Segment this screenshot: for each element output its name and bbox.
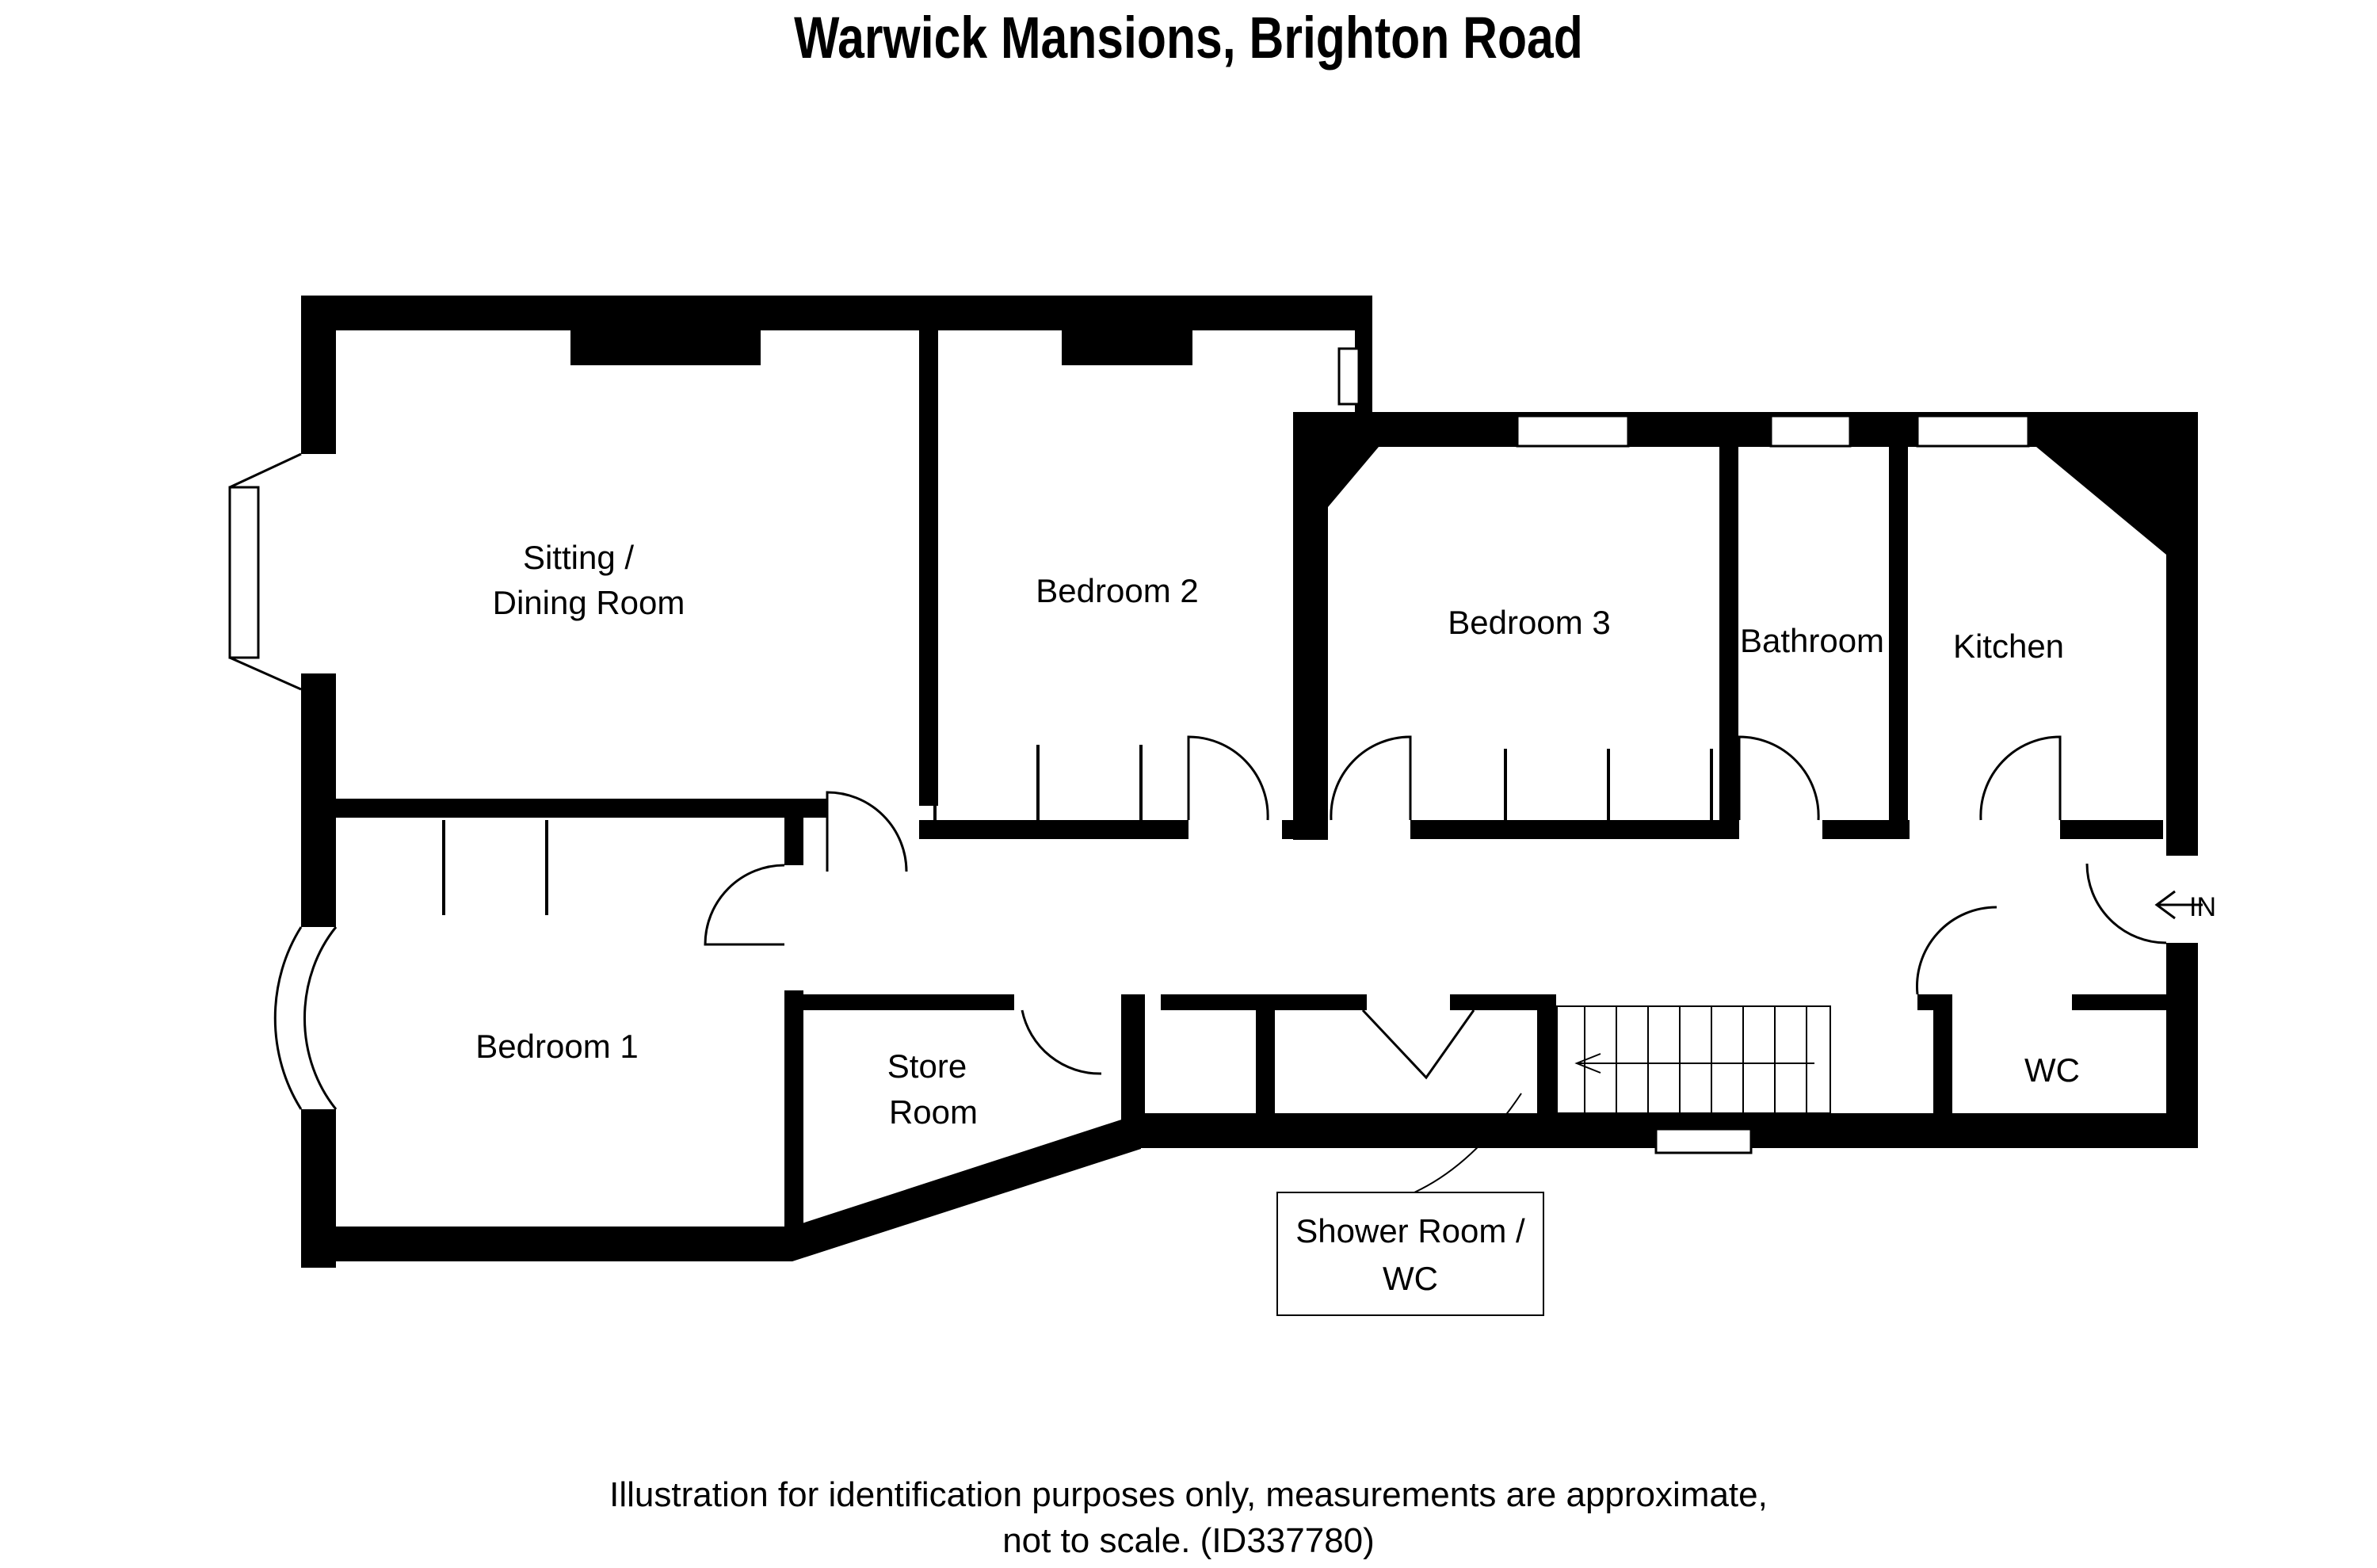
disclaimer: Illustration for identification purposes… (0, 1472, 2377, 1564)
stairs (1556, 1005, 1831, 1114)
label-sitting-1: Sitting / (523, 539, 634, 576)
label-shower-1: Shower Room / (1295, 1212, 1525, 1249)
label-kitchen: Kitchen (1953, 628, 2064, 665)
shower-label-box (1276, 1192, 1544, 1316)
label-store-2: Room (889, 1093, 978, 1131)
disclaimer-line-2: not to scale. (ID337780) (1002, 1521, 1375, 1560)
label-bathroom: Bathroom (1740, 622, 1884, 659)
label-bedroom-2: Bedroom 2 (1036, 572, 1198, 609)
label-entrance: IN (2189, 892, 2216, 922)
label-bedroom-3: Bedroom 3 (1448, 604, 1610, 641)
label-bedroom-1: Bedroom 1 (475, 1028, 638, 1065)
disclaimer-line-1: Illustration for identification purposes… (609, 1475, 1768, 1514)
label-wc: WC (2024, 1051, 2080, 1089)
shower-pointer (1414, 1093, 1522, 1193)
doors (704, 735, 2167, 1080)
bay-window-sitting (228, 452, 302, 691)
bay-window-bedroom1 (273, 926, 338, 1110)
label-sitting-2: Dining Room (493, 584, 685, 621)
label-store-1: Store (887, 1047, 967, 1085)
label-shower-2: WC (1383, 1260, 1438, 1297)
windows (1337, 347, 2030, 1154)
wardrobes (442, 745, 1713, 915)
plan-title: Warwick Mansions, Brighton Road (794, 5, 1583, 71)
entrance-arrow-icon (2154, 890, 2203, 920)
walls (301, 296, 2198, 1268)
